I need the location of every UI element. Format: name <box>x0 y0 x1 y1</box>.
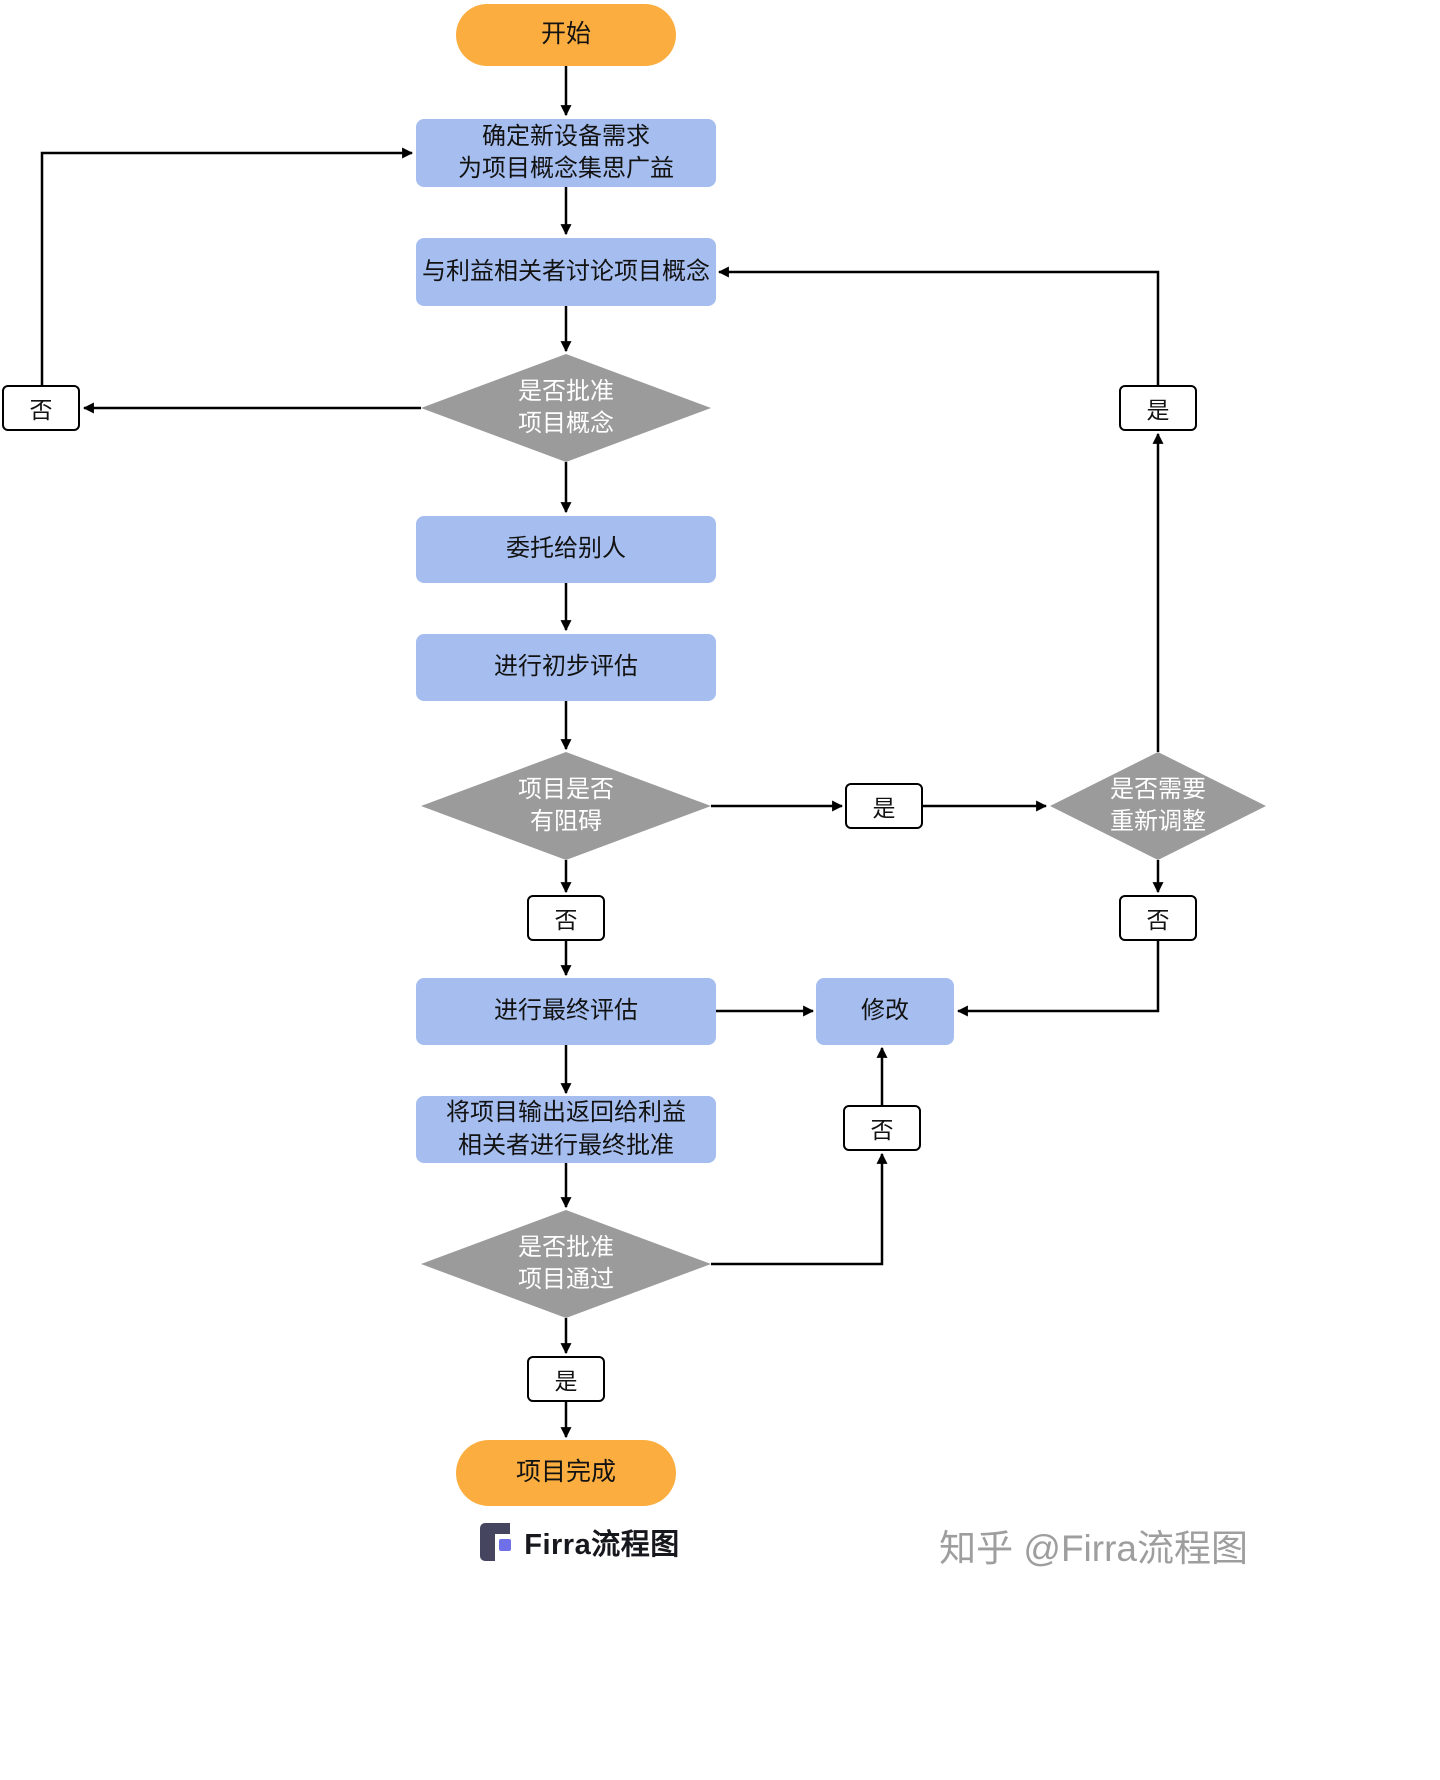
edge-label-obstacles-no: 否 <box>527 895 605 941</box>
edge-no-to-identify <box>40 147 414 385</box>
edge-label-readjust-yes: 是 <box>1119 385 1197 431</box>
process-return-output-label: 将项目输出返回给利益 相关者进行最终批准 <box>446 1099 686 1159</box>
process-delegate-label: 委托给别人 <box>506 535 626 563</box>
edge-approve-pass-to-no <box>711 1152 888 1266</box>
footer-brand: Firra流程图 <box>440 1516 720 1568</box>
process-modify-label: 修改 <box>861 997 909 1025</box>
edge-label-concept-no: 否 <box>2 385 80 431</box>
terminal-end-label: 项目完成 <box>515 1458 616 1487</box>
terminal-start: 开始 <box>456 4 676 66</box>
process-return-output: 将项目输出返回给利益 相关者进行最终批准 <box>416 1096 716 1163</box>
decision-need-readjust-label: 是否需要 重新调整 <box>1110 775 1206 835</box>
edge-label-obstacles-no-text: 否 <box>554 907 578 933</box>
edge-label-pass-no-text: 否 <box>870 1117 894 1143</box>
process-preliminary-evaluation: 进行初步评估 <box>416 634 716 701</box>
process-delegate: 委托给别人 <box>416 516 716 583</box>
process-preliminary-evaluation-label: 进行初步评估 <box>494 653 638 681</box>
process-identify-requirements: 确定新设备需求 为项目概念集思广益 <box>416 119 716 187</box>
decision-approve-concept-label: 是否批准 项目概念 <box>518 377 614 437</box>
edge-label-obstacles-yes: 是 <box>845 783 923 829</box>
edge-label-readjust-yes-text: 是 <box>1146 397 1170 423</box>
edge-label-pass-no: 否 <box>843 1105 921 1151</box>
process-modify: 修改 <box>816 978 954 1045</box>
edge-label-pass-yes-text: 是 <box>554 1368 578 1394</box>
firra-logo-icon <box>480 1523 514 1561</box>
process-identify-requirements-label: 确定新设备需求 为项目概念集思广益 <box>458 122 674 182</box>
edge-label-readjust-no: 否 <box>1119 895 1197 941</box>
edge-no-to-modify-right <box>956 941 1160 1017</box>
decision-has-obstacles-label: 项目是否 有阻碍 <box>518 775 614 835</box>
process-final-evaluation: 进行最终评估 <box>416 978 716 1045</box>
footer-brand-text: Firra流程图 <box>524 1529 680 1561</box>
edge-label-readjust-no-text: 否 <box>1146 907 1170 933</box>
process-final-evaluation-label: 进行最终评估 <box>494 997 638 1025</box>
edge-label-obstacles-yes-text: 是 <box>872 795 896 821</box>
decision-approve-pass-label: 是否批准 项目通过 <box>518 1233 614 1293</box>
watermark-text: 知乎 @Firra流程图 <box>939 1528 1248 1569</box>
process-discuss-with-stakeholders-label: 与利益相关者讨论项目概念 <box>422 257 710 285</box>
terminal-end: 项目完成 <box>456 1440 676 1506</box>
edge-label-pass-yes: 是 <box>527 1356 605 1402</box>
process-discuss-with-stakeholders: 与利益相关者讨论项目概念 <box>416 238 716 306</box>
edge-yes-top-to-discuss <box>717 266 1160 385</box>
edge-label-concept-no-text: 否 <box>29 397 53 423</box>
terminal-start-label: 开始 <box>540 20 591 49</box>
